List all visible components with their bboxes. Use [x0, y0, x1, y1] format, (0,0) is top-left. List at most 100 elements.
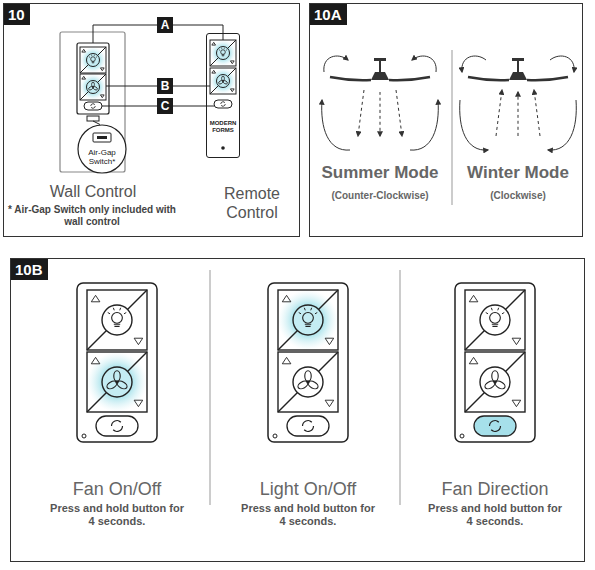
callout-letter: A	[157, 17, 173, 33]
button-square	[278, 352, 338, 412]
down-triangle	[325, 338, 334, 344]
down-triangle	[512, 400, 521, 406]
highlight-glow	[87, 352, 147, 412]
callout-letter: B	[157, 78, 173, 94]
divider-line	[400, 270, 401, 505]
down-triangle	[512, 338, 521, 344]
highlight-glow	[210, 68, 236, 94]
button-diagonal	[80, 47, 106, 73]
button-square	[80, 47, 106, 73]
mode-title: Summer Mode	[313, 163, 448, 183]
bulb-ray	[108, 313, 110, 314]
fan-hub-icon	[306, 380, 309, 383]
bulb-icon	[490, 313, 501, 324]
leader-line	[93, 25, 157, 43]
button-diagonal	[87, 352, 147, 412]
button-square	[87, 352, 147, 412]
airflow-arrow	[550, 56, 574, 72]
button-diagonal	[87, 290, 147, 350]
button-square	[210, 68, 236, 94]
figure-number: 10	[4, 4, 30, 25]
highlight-glow	[80, 47, 106, 73]
direction-arrows	[112, 421, 123, 432]
callout-letter-text: B	[157, 78, 173, 94]
bulb-ray	[113, 308, 115, 311]
button-square	[465, 290, 525, 350]
fan-blade-icon	[88, 86, 93, 91]
direction-arrows	[91, 104, 96, 108]
function-title: Fan Direction	[415, 479, 575, 501]
airflow-arrow	[534, 90, 540, 136]
bulb-ray	[299, 313, 301, 314]
status-dot	[460, 434, 464, 438]
instruction: Press and hold button for 4 seconds.	[47, 502, 187, 528]
bulb-icon	[221, 50, 226, 55]
leader-line	[102, 106, 157, 107]
air-gap-switch-slot	[97, 136, 107, 139]
icon-circle	[102, 367, 132, 397]
bulb-ray	[310, 308, 312, 311]
fan-blade-icon	[297, 379, 309, 390]
bulb-ray	[502, 313, 504, 314]
callout-text: Air-Gap Switch*	[84, 149, 120, 167]
remote-control: MODERN FORMS	[206, 33, 240, 158]
bulb-ray	[119, 308, 121, 311]
button-diagonal	[80, 74, 106, 100]
up-triangle	[469, 357, 478, 363]
bulb-ray	[224, 48, 225, 49]
up-triangle	[82, 76, 86, 79]
mode-title: Winter Mode	[458, 163, 578, 183]
direction-button	[214, 100, 232, 108]
fan-blade-icon	[114, 371, 120, 382]
wall-control-device	[268, 283, 348, 442]
leader-line	[173, 86, 210, 87]
button-diagonal	[465, 290, 525, 350]
up-triangle	[282, 295, 291, 301]
wall-plate	[60, 32, 125, 172]
airflow-arrow	[410, 100, 438, 150]
fan-blade-icon	[222, 76, 225, 81]
air-gap-callout: Air-Gap Switch*	[77, 124, 127, 174]
downrod	[379, 61, 381, 72]
bulb-ray	[221, 48, 222, 49]
button-square	[87, 290, 147, 350]
air-gap-switch	[87, 116, 99, 121]
direction-button	[287, 416, 329, 436]
direction-button	[96, 416, 138, 436]
bulb-ray	[486, 313, 488, 314]
highlight-glow	[278, 290, 338, 350]
callout-circle	[78, 125, 126, 173]
icon-circle	[217, 47, 230, 60]
instruction: Press and hold button for 4 seconds.	[425, 502, 565, 528]
bulb-base	[114, 324, 120, 326]
bulb-ray	[91, 55, 92, 56]
airflow-arrow	[460, 100, 488, 150]
figure-number: 10B	[11, 259, 48, 280]
airflow-arrow	[322, 100, 350, 150]
instruction: Press and hold button for 4 seconds.	[238, 502, 378, 528]
button-diagonal	[210, 68, 236, 94]
rotation-note: (Clockwise)	[458, 190, 578, 202]
bulb-ray	[491, 308, 493, 311]
divider-line	[452, 50, 453, 205]
bulb-ray	[304, 308, 306, 311]
function-title: Light On/Off	[228, 479, 388, 501]
fan-motor	[371, 72, 389, 80]
direction-button	[474, 416, 516, 436]
fan-motor	[509, 72, 527, 80]
wall-control-device	[77, 283, 157, 442]
bulb-ray	[89, 56, 90, 58]
bulb-ray	[219, 49, 220, 51]
fan-blade-icon	[116, 379, 128, 390]
fan-blades	[468, 77, 568, 80]
down-triangle	[100, 68, 104, 71]
caption: Wall Control	[28, 182, 158, 201]
leader-line	[93, 121, 100, 125]
bulb-ray	[94, 55, 95, 56]
bulb-base	[492, 324, 498, 326]
divider-line	[210, 270, 211, 505]
footnote: * Air-Gap Switch only included with wall…	[6, 204, 178, 228]
downrod	[517, 61, 519, 72]
air-gap-switch-icon	[93, 133, 111, 142]
